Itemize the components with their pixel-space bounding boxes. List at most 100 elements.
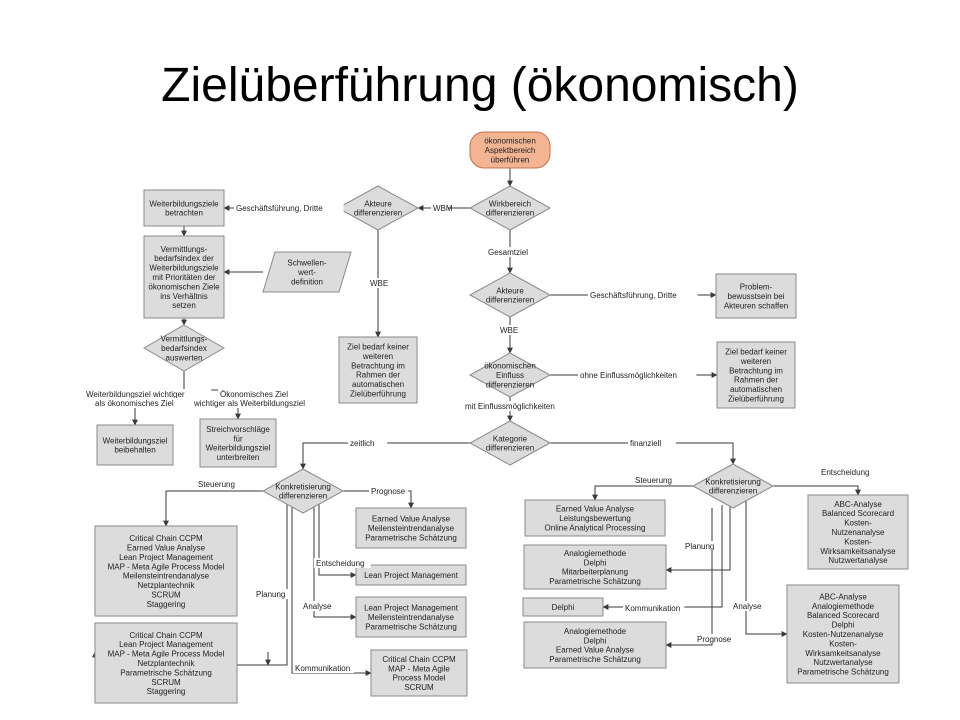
- node-abc2-shape: [786, 584, 900, 684]
- edge-label-background: [731, 601, 766, 611]
- node-zielbedarf1-line: Ziel bedarf keiner: [347, 343, 409, 352]
- node-ccpm2-line: Parametrische Schätzung: [120, 668, 212, 677]
- node-vermittlung-line: bedarfsindex der: [154, 254, 214, 263]
- node-konkret2-shape: [691, 463, 775, 509]
- node-analog2-line: Delphi: [584, 636, 607, 645]
- edge-label-ohne: ohne Einflussmöglichkeiten: [580, 371, 677, 380]
- edge-label-background: [369, 486, 409, 496]
- connector: [745, 501, 788, 637]
- node-streich-line: Weiterbildungsziel: [206, 444, 271, 453]
- edge-label-background: [254, 589, 289, 599]
- connector: [665, 500, 731, 573]
- node-abc2-line: ABC-Analyse: [819, 592, 867, 601]
- node-vermittlung-line: ins Verhältnis: [160, 292, 208, 301]
- node-schwelle-line: wert-: [297, 268, 316, 277]
- edge-label-background: [819, 467, 876, 477]
- node-lpm2-shape: [355, 596, 467, 638]
- node-eva1-line: Earned Value Analyse: [372, 515, 451, 524]
- node-delphi-line: Delphi: [552, 603, 575, 612]
- node-streich-line: unterbreiten: [217, 453, 260, 462]
- edge-label-wichtigwb: wichtiger als Weiterbildungsziel: [193, 399, 305, 408]
- edge-label-background: [192, 398, 337, 408]
- node-abc1-line: Wirksamkeitsanalyse: [820, 547, 896, 556]
- node-wbbeibehalten-line: Weiterbildungsziel: [103, 436, 168, 445]
- node-analog2-line: Analogiemethode: [564, 627, 627, 636]
- node-wbbeibehalten-line: beibehalten: [114, 446, 155, 455]
- edge-label-finanziell: finanziell: [630, 439, 661, 448]
- node-ccpm2-line: Staggering: [147, 687, 186, 696]
- node-eva2-line: Online Analytical Processing: [545, 523, 646, 532]
- edge-label-background: [683, 541, 718, 551]
- node-oekeinfluss-line: Einfluss: [496, 371, 524, 380]
- edge-label-background: [84, 389, 212, 399]
- node-eva2-line: Earned Value Analyse: [556, 505, 635, 514]
- node-vermittlung-line: mit Prioritäten der: [152, 273, 215, 282]
- edge-label-alsoek: als ökonomisches Ziel: [95, 399, 174, 408]
- connector: [592, 485, 693, 501]
- edge-label-analyse1: Analyse: [303, 602, 332, 611]
- node-abc2-line: Parametrische Schätzung: [797, 668, 889, 677]
- node-problem-line: bewusstsein bei: [728, 292, 785, 301]
- node-abc2-line: Delphi: [832, 621, 855, 630]
- node-zielbedarf2-line: Rahmen der: [734, 376, 778, 385]
- node-zielbedarf2-line: Zielüberführung: [728, 395, 784, 404]
- edge-label-planung2: Planung: [685, 542, 714, 551]
- node-eva1: Earned Value AnalyseMeilensteintrendanal…: [355, 507, 467, 549]
- node-analog2-line: Earned Value Analyse: [556, 646, 635, 655]
- node-schwelle-line: definition: [291, 277, 323, 286]
- connector: [550, 442, 736, 465]
- node-ccpm3-shape: [370, 649, 468, 697]
- edge-label-planung1: Planung: [256, 590, 285, 599]
- node-vbidx-line: bedarfsindex: [161, 344, 207, 353]
- edge-label-oekwichtig: Ökonomisches Ziel: [220, 390, 288, 399]
- node-vermittlung-line: Weiterbildungsziele: [149, 264, 219, 273]
- connector: [313, 505, 357, 620]
- node-abc2-line: Analogiemethode: [812, 602, 875, 611]
- node-eva2: Earned Value AnalyseLeistungsbewertungOn…: [524, 499, 666, 537]
- node-streich: StreichvorschlägefürWeiterbildungszielun…: [199, 418, 277, 468]
- node-problem-shape: [715, 273, 797, 319]
- edge-label-background: [588, 290, 698, 300]
- node-ccpm3-line: SCRUM: [404, 683, 434, 692]
- edge-label-background: [218, 389, 297, 399]
- node-ccpm1-line: Staggering: [147, 600, 186, 609]
- node-akteure1-shape: [336, 185, 420, 231]
- edge-label-gf2: Geschäftsführung, Dritte: [590, 291, 677, 300]
- connector: [665, 508, 713, 648]
- node-vbidx-line: Vermittlungs-: [161, 335, 208, 344]
- node-kategorie-shape: [468, 420, 552, 466]
- node-abc2-line: Nutzwertanalyse: [813, 658, 873, 667]
- edge-label-background: [498, 325, 516, 335]
- edge-label-entscheidung1: Entscheidung: [316, 559, 364, 568]
- node-analog1-shape: [523, 544, 667, 590]
- node-delphi: Delphi: [522, 597, 604, 617]
- node-zielbedarf1-shape: [338, 336, 418, 404]
- edge-label-analyse2: Analyse: [733, 602, 762, 611]
- edge-label-background: [301, 601, 336, 611]
- edge-label-background: [368, 278, 386, 288]
- node-ccpm1-line: SCRUM: [151, 591, 181, 600]
- node-wirkbereich-shape: [468, 185, 552, 231]
- node-ccpm1-line: Lean Project Management: [119, 553, 214, 562]
- edge-label-background: [293, 663, 355, 673]
- edge-label-wbe1: WBE: [370, 279, 388, 288]
- node-zielbedarf1-line: Zielüberführung: [350, 390, 406, 399]
- edge-label-background: [348, 438, 388, 448]
- edge-label-background: [463, 401, 577, 411]
- node-lpm1: Lean Project Management: [355, 564, 467, 586]
- node-wbziele-shape: [143, 189, 225, 227]
- node-lpm2-line: Meilensteintrendanalyse: [368, 613, 455, 622]
- node-konkret1-line: Konkretisierung: [275, 482, 331, 491]
- node-vermittlung-shape: [143, 235, 225, 319]
- node-wbbeibehalten-shape: [96, 424, 174, 466]
- node-vermittlung-line: ökonomischen Ziele: [148, 282, 220, 291]
